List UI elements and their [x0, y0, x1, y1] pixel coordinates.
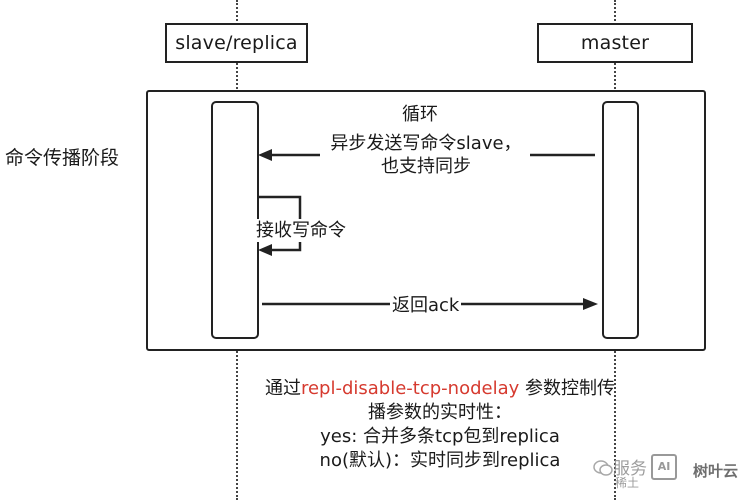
async-send-label-line2: 也支持同步: [381, 156, 471, 177]
wechat-icon: [593, 460, 613, 476]
note-suffix: 参数控制传: [519, 378, 616, 399]
async-send-label-line1: 异步发送写命令slave，: [330, 133, 522, 154]
slave-replica-label: slave/replica: [175, 32, 298, 54]
return-ack-arrowhead: [583, 298, 598, 310]
master-label: master: [580, 32, 650, 54]
note-param-name: repl-disable-tcp-nodelay: [300, 378, 520, 399]
receive-write-command-label: 接收写命令: [254, 219, 348, 242]
config-note-line4: no(默认)：实时同步到replica: [319, 450, 561, 471]
receive-self-arrowhead: [258, 244, 272, 256]
async-send-label: 异步发送写命令slave， 也支持同步: [322, 132, 530, 178]
return-ack-label: 返回ack: [390, 294, 462, 317]
slave-replica-box: slave/replica: [165, 23, 308, 63]
watermark-line1: 服务: [613, 459, 647, 479]
config-note: 通过repl-disable-tcp-nodelay 参数控制传 播参数的实时性…: [240, 377, 640, 473]
master-activation-bar: [602, 101, 639, 339]
loop-label: 循环: [402, 104, 438, 125]
master-box: master: [537, 23, 693, 63]
command-propagation-phase-label: 命令传播阶段: [5, 147, 120, 169]
note-prefix: 通过: [264, 378, 301, 399]
async-send-arrowhead: [258, 149, 272, 161]
config-note-line3: yes: 合并多条tcp包到replica: [320, 426, 560, 447]
config-note-line2: 播参数的实时性：: [368, 402, 512, 423]
watermark-brand: 树叶云: [693, 462, 739, 480]
watermark: 服务 稀土 AI 树叶云: [593, 452, 749, 492]
config-note-line1: 通过repl-disable-tcp-nodelay 参数控制传: [240, 377, 640, 401]
watermark-line2: 稀土: [615, 476, 640, 490]
watermark-ai-badge: AI: [651, 454, 677, 480]
